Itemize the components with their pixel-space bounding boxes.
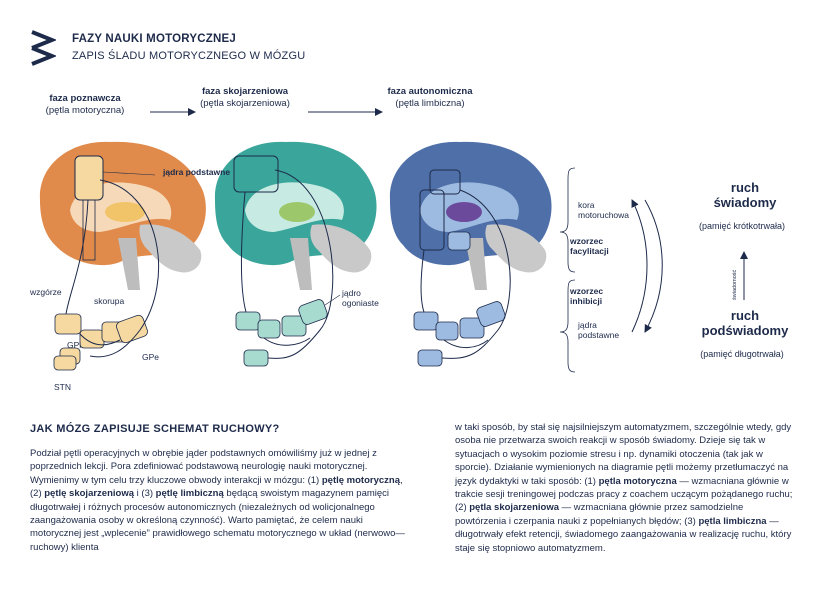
short-term-memory-note: (pamięć krótkotrwała) — [698, 221, 786, 231]
text: — wzmacniana głównie przez samodzielne p… — [455, 502, 744, 527]
label-basal-ganglia: jądra podstawne — [163, 167, 231, 177]
text: będącą swoistym magazynem pamięci długot… — [30, 488, 405, 553]
conscious-movement-title: ruch świadomy — [700, 180, 790, 210]
label-gpe: GPe — [142, 352, 160, 362]
text: — wzmacniana głównie w trakcie sesji tre… — [455, 475, 793, 514]
text: Podział pętli operacyjnych w obrębie jąd… — [30, 448, 377, 486]
label-basal-ganglia-right: jądra podstawne — [578, 320, 620, 340]
text: , (2) — [30, 474, 403, 500]
article-heading: JAK MÓZG ZAPISUJE SCHEMAT RUCHOWY? — [30, 423, 280, 435]
brain-diagram — [39, 108, 748, 373]
phase-name: faza skojarzeniowa — [201, 86, 289, 97]
phase-loop: (pętla motoryczna) — [45, 105, 125, 116]
phase-heading-autonomous: faza autonomiczna (pętla limbiczna) — [385, 86, 475, 110]
phase-loop: (pętla limbiczna) — [395, 98, 465, 109]
page-title: FAZY NAUKI MOTORYCZNEJ — [72, 33, 236, 45]
label-gpi: GPi — [67, 340, 82, 350]
bracket-conscious — [559, 167, 576, 273]
label-stn: STN — [54, 382, 71, 392]
subconscious-movement-title: ruch podświadomy — [700, 308, 790, 338]
bold-term: pętlę motoryczną — [321, 474, 400, 486]
text: i (3) — [134, 488, 156, 500]
arrow-up-curve — [631, 199, 648, 333]
label-facilitation-pattern: wzorzec facylitacji — [570, 236, 609, 256]
bold-term: pętlę skojarzeniową — [44, 488, 135, 500]
awareness-label: świadomość — [732, 269, 738, 300]
phase-loop: (pętla skojarzeniowa) — [200, 98, 290, 109]
bracket-subconscious — [559, 279, 576, 373]
text: w taki sposób, by stał się najsilniejszy… — [455, 422, 792, 487]
brain-autonomous-phase — [389, 141, 552, 367]
label-inhibition-pattern: wzorzec inhibicji — [570, 286, 604, 306]
bold-term: pętlę limbiczną — [155, 488, 224, 500]
subconscious-movement-label: ruch podświadomy — [701, 308, 789, 338]
phase-name: faza poznawcza — [49, 93, 121, 104]
article-right-column: w taki sposób, by stał się najsilniejszy… — [455, 421, 795, 555]
brain-associative-phase — [214, 141, 377, 367]
brand-logo-icon — [31, 30, 56, 66]
phase-heading-cognitive: faza poznawcza (pętla motoryczna) — [30, 93, 140, 117]
bold-term: pętla skojarzeniowa — [469, 502, 560, 514]
long-term-memory-note: (pamięć długotrwała) — [700, 349, 784, 359]
label-caudate: jądro ogoniaste — [342, 288, 379, 308]
phase-heading-associative: faza skojarzeniowa (pętla skojarzeniowa) — [200, 86, 290, 110]
phase-name: faza autonomiczna — [387, 86, 473, 97]
text: — długotrwały efekt retencji, świadomego… — [455, 515, 792, 554]
label-motor-cortex: kora motoruchowa — [578, 200, 630, 220]
article-left-column: Podział pętli operacyjnych w obrębie jąd… — [30, 447, 405, 554]
arrow-down-curve — [644, 199, 663, 333]
conscious-movement-label: ruch świadomy — [713, 180, 777, 210]
brain-cognitive-phase — [39, 141, 206, 371]
bold-term: pętla limbiczna — [698, 515, 767, 527]
bold-term: pętla motoryczna — [598, 475, 677, 487]
label-putamen: skorupa — [94, 296, 125, 306]
page-subtitle: ZAPIS ŚLADU MOTORYCZNEGO W MÓZGU — [72, 50, 306, 62]
label-thalamus: wzgórze — [30, 287, 62, 297]
